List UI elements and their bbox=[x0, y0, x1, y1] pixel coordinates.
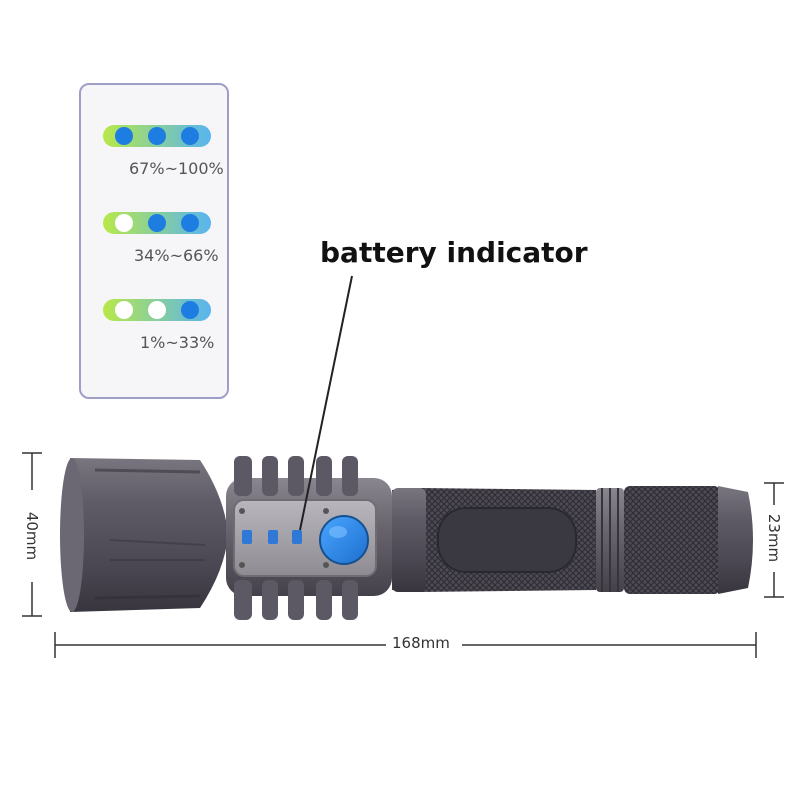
flashlight-tail-cap bbox=[718, 486, 753, 594]
battery-level-label-low: 1%~33% bbox=[140, 333, 215, 352]
cooling-fins bbox=[234, 456, 358, 620]
battery-led-icon bbox=[181, 301, 199, 319]
flashlight-tail-knurl bbox=[624, 486, 720, 594]
battery-led-icon bbox=[242, 530, 252, 544]
battery-led-icon bbox=[148, 214, 166, 232]
battery-led-icon bbox=[268, 530, 278, 544]
battery-legend-card: 67%~100% 34%~66% 1%~33% bbox=[79, 83, 229, 399]
battery-level-label-high: 67%~100% bbox=[129, 159, 224, 178]
length-label: 168mm bbox=[392, 634, 450, 652]
flashlight-head bbox=[66, 458, 228, 612]
battery-level-bar-low bbox=[103, 299, 211, 321]
battery-level-bar-mid bbox=[103, 212, 211, 234]
battery-level-label-mid: 34%~66% bbox=[134, 246, 219, 265]
battery-led-icon bbox=[181, 127, 199, 145]
head-diameter-label: 40mm bbox=[23, 511, 42, 561]
dimension-length bbox=[54, 632, 757, 658]
dimension-tail-diameter bbox=[764, 482, 784, 598]
flashlight-grip-window bbox=[437, 507, 577, 573]
battery-led-icon bbox=[148, 301, 166, 319]
battery-led-icon bbox=[292, 530, 302, 544]
battery-led-icon bbox=[115, 127, 133, 145]
battery-led-icon bbox=[115, 214, 133, 232]
battery-level-bar-high bbox=[103, 125, 211, 147]
battery-indicator-callout: battery indicator bbox=[320, 236, 588, 269]
flashlight-lens-rim bbox=[60, 458, 84, 612]
battery-led-icon bbox=[115, 301, 133, 319]
battery-led-icon bbox=[181, 214, 199, 232]
battery-led-icon bbox=[148, 127, 166, 145]
tail-diameter-label: 23mm bbox=[765, 513, 784, 563]
dimension-head-diameter bbox=[22, 452, 42, 617]
power-button bbox=[319, 515, 369, 565]
callout-pointer-line bbox=[299, 275, 353, 531]
